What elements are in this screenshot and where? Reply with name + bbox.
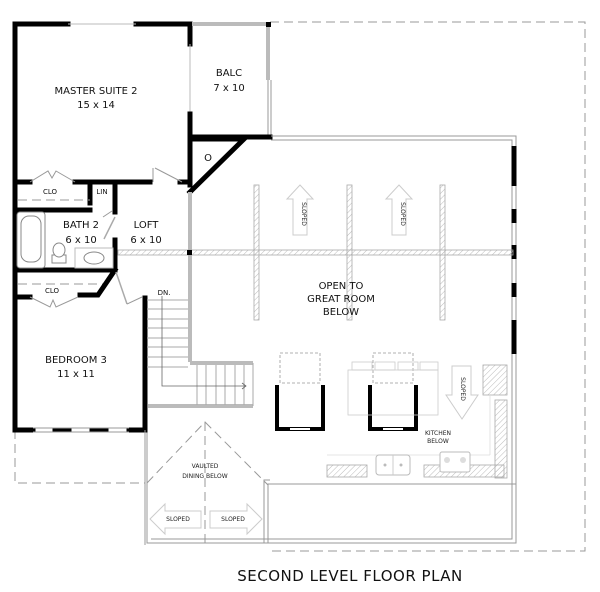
interior-walls [12,167,193,433]
chase: O [186,136,251,196]
bedroom3-walls [12,294,148,545]
svg-text:SLOPED: SLOPED [221,516,245,523]
room-labels: MASTER SUITE 2 15 x 14 BALC 7 x 10 CLO L… [43,68,245,380]
exterior-dashed-outline [14,21,586,552]
balcony-label: BALC [216,68,242,79]
master-suite-label: MASTER SUITE 2 [55,86,138,97]
chase-symbol: O [204,153,212,164]
bedroom3-label: BEDROOM 3 [45,355,107,366]
sloped-arrow-1: SLOPED [285,184,315,236]
svg-text:GREAT ROOM: GREAT ROOM [307,294,375,305]
svg-text:VAULTED: VAULTED [192,463,219,470]
stair-down-label: DN. [158,289,171,297]
vaulted-dining: VAULTED DINING BELOW SLOPED SLOPED [146,421,516,545]
stairs: DN. [147,289,254,406]
svg-text:SLOPED: SLOPED [459,377,466,401]
bath-fixtures [16,211,114,269]
svg-text:OPEN TO: OPEN TO [319,281,364,292]
bedroom3-size: 11 x 11 [57,369,95,380]
svg-text:BELOW: BELOW [323,307,359,318]
svg-text:DINING BELOW: DINING BELOW [182,473,227,480]
plan-title: SECOND LEVEL FLOOR PLAN [237,567,463,585]
balcony-size: 7 x 10 [213,83,244,94]
closet-bed3-label: CLO [45,287,60,295]
open-great-room-label: OPEN TO GREAT ROOM BELOW [307,281,375,318]
balcony [187,22,273,140]
svg-text:SLOPED: SLOPED [399,202,406,226]
svg-text:KITCHEN: KITCHEN [425,430,451,437]
svg-text:SLOPED: SLOPED [300,202,307,226]
svg-text:SLOPED: SLOPED [166,516,190,523]
linen-label: LIN [96,188,107,196]
master-suite-size: 15 x 14 [77,100,115,111]
loft-rail [148,192,253,408]
kitchen-below: SLOPED KITCHEN BELOW [275,352,508,479]
loft-size: 6 x 10 [130,235,161,246]
svg-text:BELOW: BELOW [427,438,449,445]
loft-label: LOFT [134,220,160,231]
open-area-walls [146,135,517,544]
closet-master-label: CLO [43,188,58,196]
beams [117,184,514,321]
bath2-label: BATH 2 [63,220,99,231]
bath2-size: 6 x 10 [65,235,96,246]
sloped-arrow-2: SLOPED [384,184,414,236]
